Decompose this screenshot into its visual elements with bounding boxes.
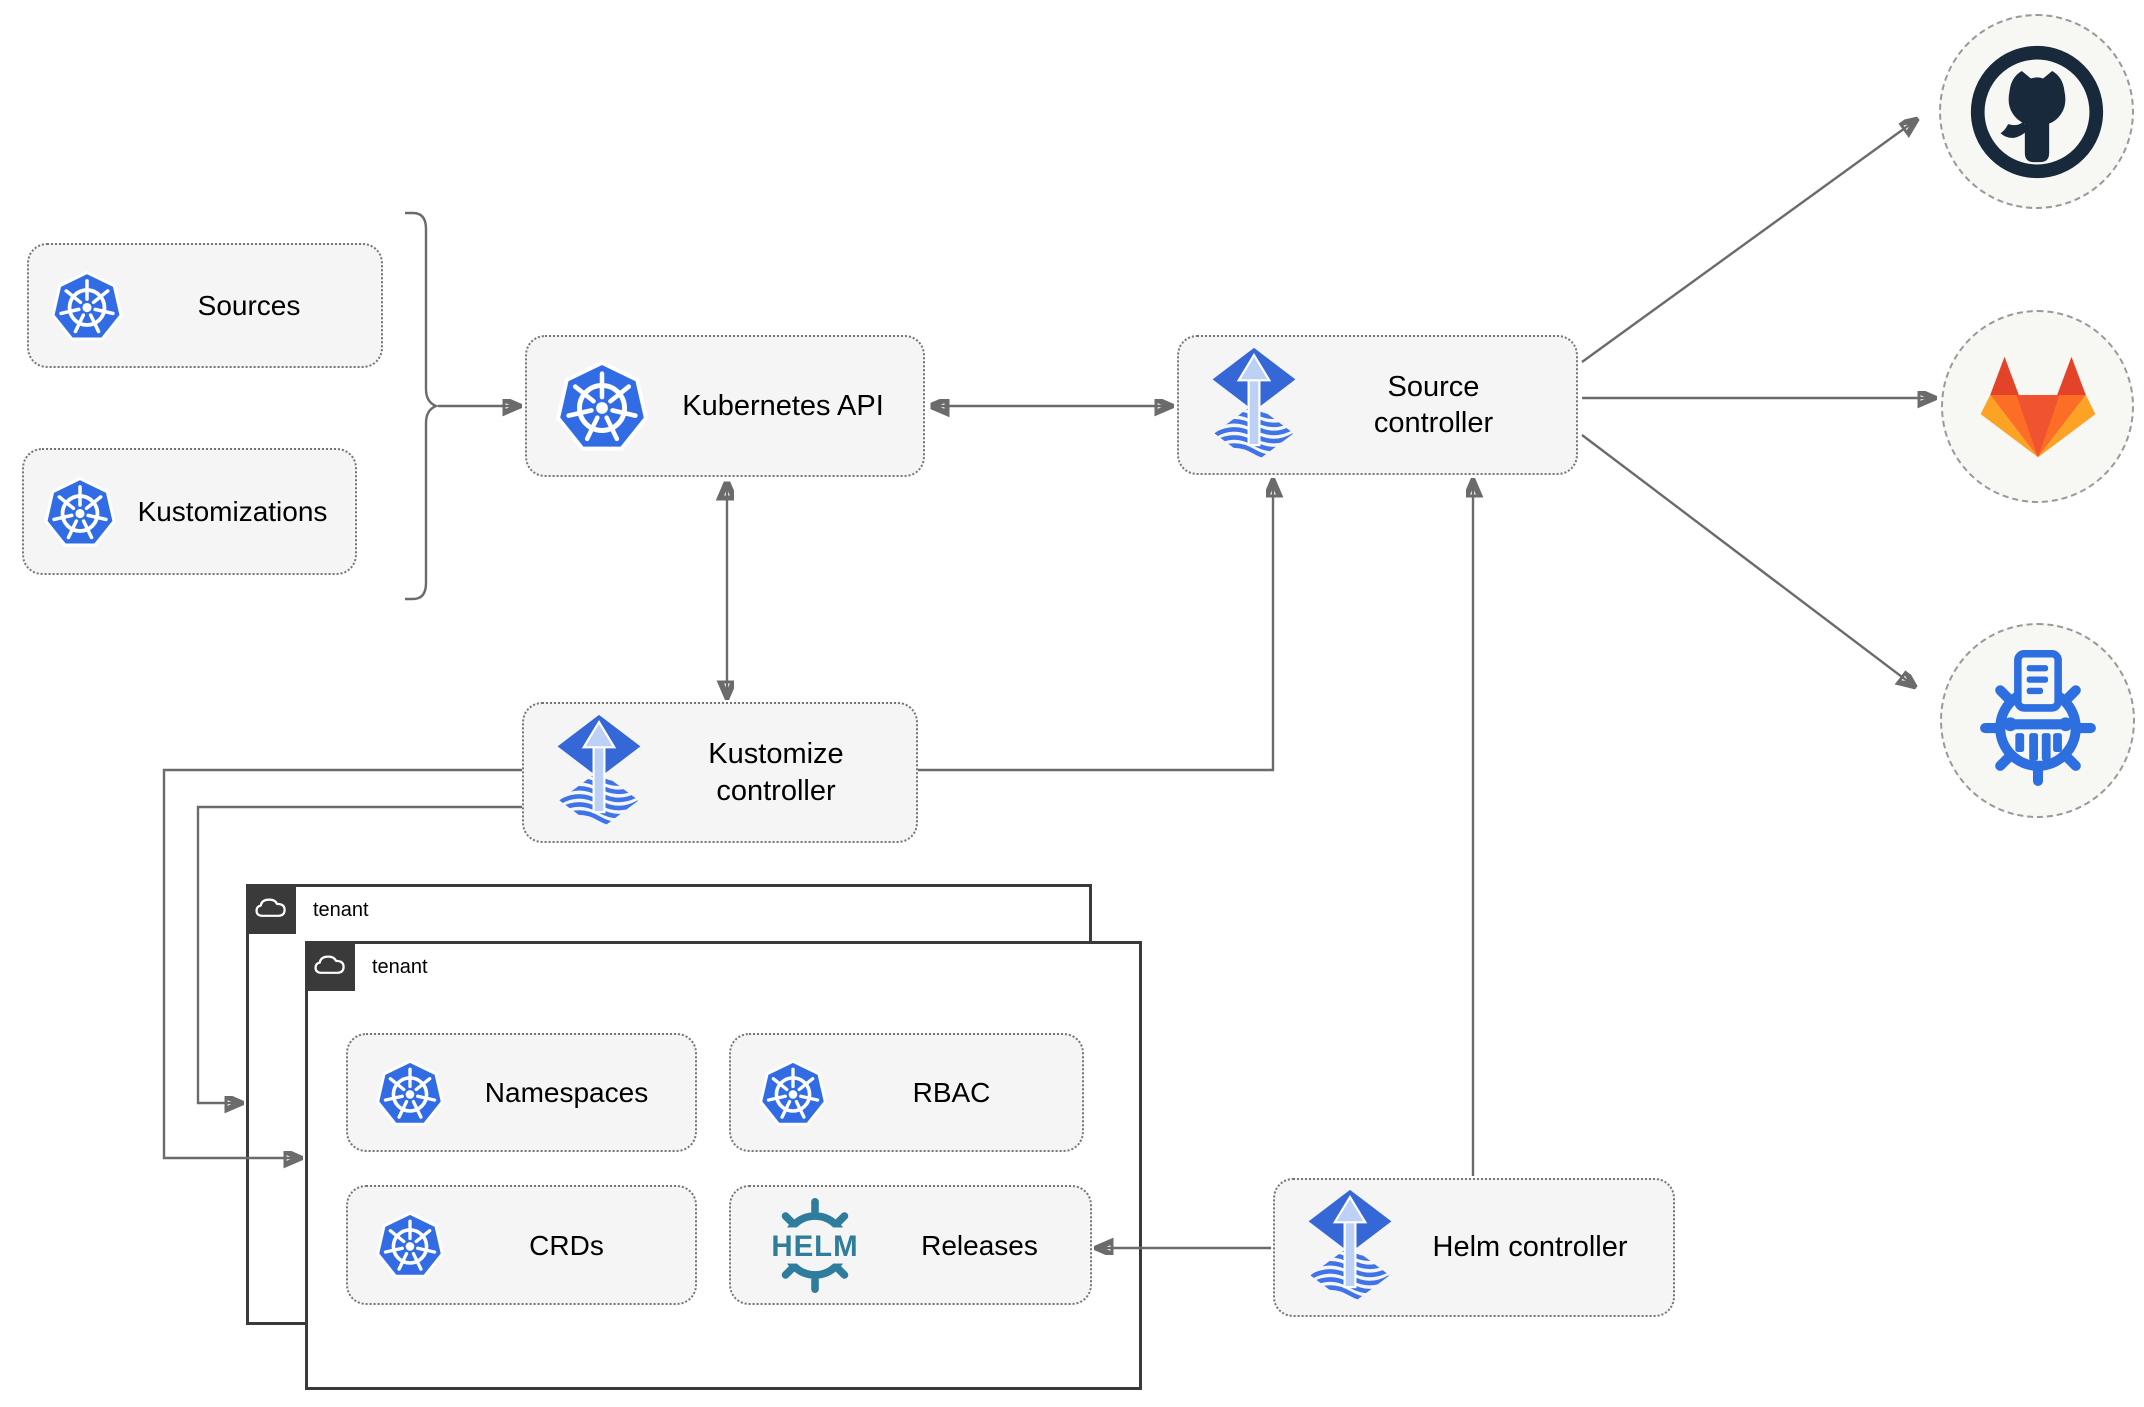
arrow-kustomize-controller-to-source-controller: [918, 481, 1273, 772]
node-label: Helm controller: [1432, 1231, 1628, 1264]
arrow-source-controller-to-github: [1581, 120, 1916, 363]
cloud-icon: [314, 955, 345, 974]
brace-sources-group: [405, 211, 440, 601]
registry-remote: [1940, 623, 2135, 818]
tenant-label: tenant: [372, 956, 428, 978]
node-label: Source controller: [1373, 370, 1494, 439]
kubernetes-icon: [375, 1211, 445, 1279]
helm-logo-icon: HELM: [753, 1198, 877, 1293]
kubernetes-icon: [51, 270, 123, 341]
cloud-icon: [255, 898, 286, 917]
kustomize-registry-icon: [1975, 650, 2101, 791]
node-label: Kubernetes API: [682, 389, 884, 422]
github-icon: [1961, 36, 2113, 188]
tenant-header: [246, 884, 296, 934]
node-label: Kustomize controller: [708, 738, 844, 807]
svg-text:HELM: HELM: [771, 1229, 858, 1262]
node-releases: HELM Releases: [729, 1185, 1092, 1305]
node-kubernetes-api: Kubernetes API: [525, 335, 925, 477]
kubernetes-icon: [758, 1059, 828, 1126]
arrow-source-controller-to-registry: [1581, 434, 1914, 686]
node-label: RBAC: [912, 1077, 991, 1108]
node-kustomizations: Kustomizations: [22, 448, 357, 575]
node-sources: Sources: [27, 243, 383, 368]
tenant-header: [305, 941, 355, 991]
flux-icon: [554, 713, 644, 832]
gitlab-remote: [1941, 310, 2134, 503]
node-rbac: RBAC: [729, 1033, 1084, 1152]
node-crds: CRDs: [346, 1185, 697, 1305]
gitlab-icon: [1980, 356, 2095, 457]
node-label: CRDs: [529, 1229, 604, 1261]
tenant-box-front: tenant: [305, 941, 1142, 1390]
flux-icon: [1209, 346, 1299, 465]
node-helm-controller: Helm controller: [1273, 1178, 1675, 1317]
node-namespaces: Namespaces: [346, 1033, 697, 1152]
kubernetes-icon: [375, 1059, 445, 1126]
node-kustomize-controller: Kustomize controller: [522, 702, 918, 843]
tenant-label: tenant: [313, 899, 369, 921]
node-label: Kustomizations: [137, 496, 328, 527]
node-label: Sources: [197, 290, 301, 321]
node-label: Namespaces: [484, 1077, 649, 1108]
kubernetes-icon: [44, 476, 116, 547]
node-source-controller: Source controller: [1177, 335, 1578, 475]
kubernetes-icon: [553, 357, 651, 455]
node-label: Releases: [921, 1229, 1038, 1261]
github-remote: [1939, 14, 2134, 209]
flux-icon: [1305, 1188, 1395, 1307]
